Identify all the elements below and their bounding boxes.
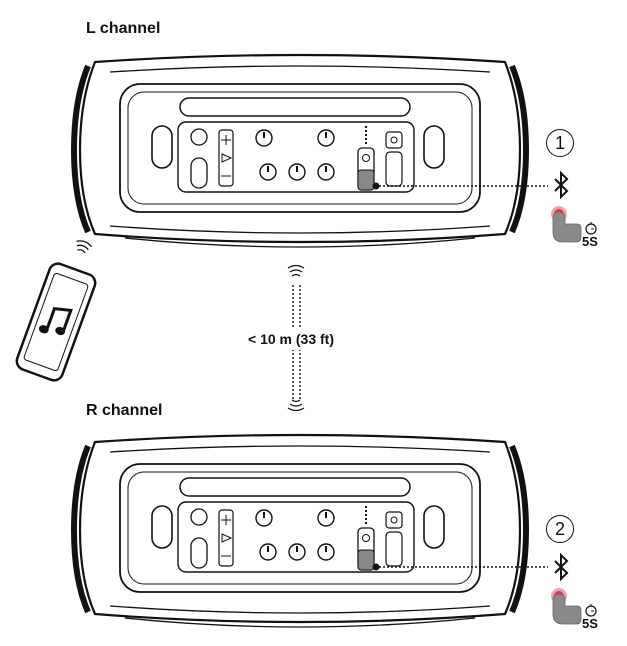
timer-icon	[585, 603, 597, 617]
step-number: 1	[546, 129, 574, 157]
signal-wave-icon	[287, 399, 305, 412]
bluetooth-icon	[554, 172, 568, 198]
right-speaker	[74, 435, 526, 627]
bluetooth-icon	[554, 554, 568, 580]
phone-music-icon	[15, 262, 97, 382]
left-channel-title: L channel	[86, 20, 161, 37]
signal-wave-icon	[73, 238, 94, 255]
left-speaker	[74, 55, 526, 247]
right-channel-title: R channel	[86, 402, 163, 419]
step-number: 2	[546, 515, 574, 543]
signal-wave-icon	[287, 264, 305, 277]
finger-press-icon	[550, 587, 582, 625]
finger-press-icon	[550, 205, 582, 243]
distance-label: < 10 m (33 ft)	[248, 331, 334, 347]
timer-icon	[585, 221, 597, 235]
hold-time-label: 5S	[582, 616, 598, 631]
hold-time-label: 5S	[582, 234, 598, 249]
